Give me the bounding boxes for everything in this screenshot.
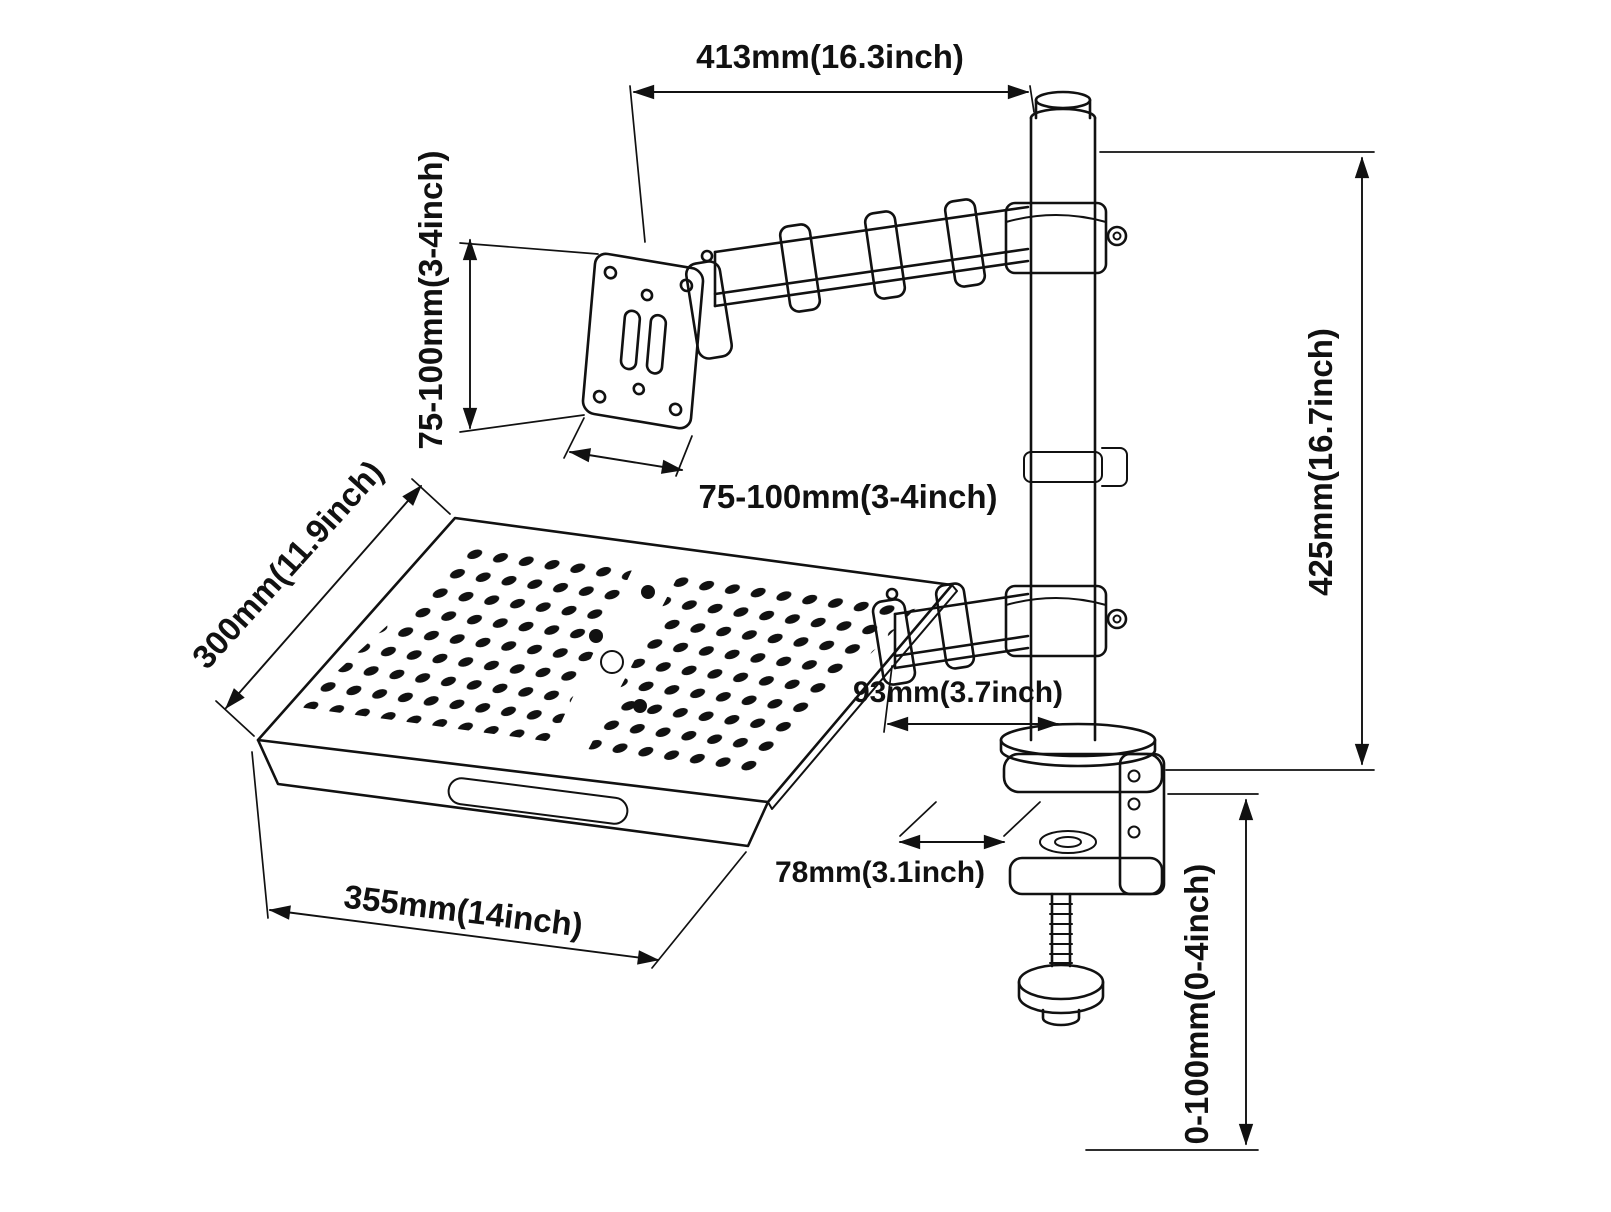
- vesa-hole-icon: [592, 389, 607, 404]
- clamp-top-plate: [1002, 752, 1164, 794]
- pole-ring: [1023, 447, 1128, 487]
- tray-center-hole-icon: [600, 650, 624, 674]
- clamp-bottom-arm: [1008, 856, 1164, 896]
- lower-arm-joint: [1004, 584, 1128, 658]
- dim-tray-width: 355mm(14inch): [251, 751, 747, 969]
- dim-clamp-range: 0-100mm(0-4inch): [1085, 793, 1259, 1151]
- tray-hinge: [871, 598, 917, 686]
- clamp-knob: [1017, 963, 1105, 1027]
- dim-clamp-depth: 78mm(3.1inch): [775, 801, 1041, 889]
- cable-clip-icon: [863, 210, 907, 300]
- dim-label-tray-depth: 300mm(11.9inch): [185, 453, 390, 675]
- clamp-pad: [1039, 830, 1097, 854]
- vesa-hole-icon: [640, 288, 654, 302]
- clamp-back-plate: [1118, 752, 1166, 896]
- dim-vesa-height: 75-100mm(3-4inch): [412, 151, 599, 450]
- dim-label-clamp-range: 0-100mm(0-4inch): [1178, 864, 1215, 1145]
- upper-arm: [713, 198, 1030, 313]
- cable-clip-icon: [943, 198, 987, 288]
- vesa-hole-icon: [632, 382, 646, 396]
- clamp-hole-icon: [1127, 769, 1141, 783]
- dim-vesa-width: 75-100mm(3-4inch): [563, 417, 998, 515]
- clamp-hole-icon: [1127, 825, 1141, 839]
- cable-clip-icon: [778, 223, 822, 313]
- dim-label-arm-offset: 93mm(3.7inch): [853, 676, 1063, 709]
- clamp-base-disc: [999, 722, 1157, 758]
- dim-label-arm-length: 413mm(16.3inch): [696, 38, 964, 75]
- vesa-hole-icon: [603, 265, 618, 280]
- dim-arm-length: 413mm(16.3inch): [629, 38, 1035, 243]
- vesa-hole-icon: [679, 278, 694, 293]
- vesa-hinge: [684, 249, 734, 360]
- vesa-hole-icon: [668, 402, 683, 417]
- vesa-plate: [581, 252, 705, 430]
- dim-label-vesa-height: 75-100mm(3-4inch): [412, 151, 449, 450]
- pole: [1029, 90, 1097, 742]
- dim-label-tray-width: 355mm(14inch): [342, 878, 585, 944]
- dim-arm-offset: 93mm(3.7inch): [853, 665, 1063, 733]
- dim-label-pole-height: 425mm(16.7inch): [1302, 328, 1339, 596]
- tray-lip-slot-icon: [447, 777, 629, 825]
- tray-front-lip: [256, 738, 770, 848]
- cable-clip-icon: [934, 582, 976, 670]
- dim-label-clamp-depth: 78mm(3.1inch): [775, 856, 985, 889]
- clamp-hole-icon: [1127, 797, 1141, 811]
- dim-pole-height: 425mm(16.7inch): [1099, 151, 1375, 771]
- upper-arm-joint: [1004, 201, 1128, 275]
- desk-clamp: [999, 722, 1166, 1027]
- vesa-slot-icon: [645, 313, 668, 375]
- dim-label-vesa-width: 75-100mm(3-4inch): [699, 478, 998, 515]
- vesa-slot-icon: [619, 309, 642, 371]
